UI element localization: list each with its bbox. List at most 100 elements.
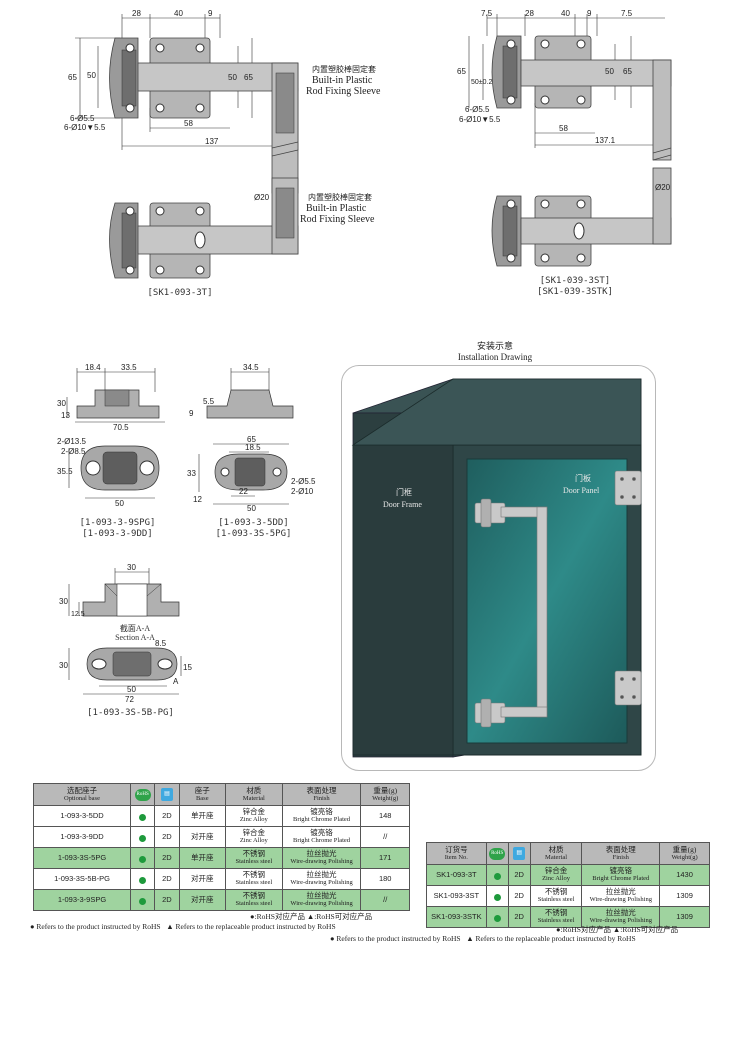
cell-finish-en: Bright Chrome Plated (292, 816, 351, 823)
cell-base: 单开座 (178, 847, 227, 869)
svg-text:Built-in Plastic: Built-in Plastic (312, 75, 373, 86)
svg-text:65: 65 (623, 67, 632, 76)
svg-text:35.5: 35.5 (57, 467, 73, 476)
cell-2d: 2D (154, 805, 180, 827)
col-header-en: Weight(g) (372, 794, 399, 802)
svg-text:6-Ø5.5: 6-Ø5.5 (465, 105, 490, 114)
rohs-icon: RoHS (489, 847, 506, 860)
svg-text:12.5: 12.5 (71, 611, 85, 618)
svg-text:40: 40 (561, 9, 570, 18)
sk1-039-3st-latch-bottom (491, 167, 672, 267)
svg-text:50: 50 (228, 73, 237, 82)
rohs-icon: RoHS (134, 788, 151, 801)
cell-material-en: Zinc Alloy (542, 875, 571, 882)
rohs-dot-icon: ● (139, 877, 147, 884)
col-header-cn: 订货号 (445, 844, 468, 854)
rohs-dot-icon: ● (139, 898, 147, 905)
caption-sk1-093-3t: [SK1-093-3T] (147, 288, 213, 298)
cell-2d: 2D (507, 906, 531, 928)
drawing-sk1-039-3st: 7.5 28 40 9 7.5 65 50±0.2 50 65 58 137.1… (457, 9, 672, 267)
svg-text:33.5: 33.5 (121, 363, 137, 372)
cell-model: 1-093-3S-5PG (32, 847, 132, 869)
cell-rohs: ● (485, 885, 509, 907)
svg-text:33: 33 (187, 469, 196, 478)
svg-text:28: 28 (132, 9, 141, 18)
door-handle (474, 470, 642, 728)
cell-finish-cn: 拉丝抛光 (306, 849, 337, 858)
svg-text:72: 72 (125, 695, 134, 704)
svg-text:30: 30 (57, 399, 66, 408)
cell-weight: 171 (360, 847, 410, 869)
cell-weight: 1309 (659, 906, 710, 928)
door-frame-label-en: Door Frame (383, 500, 422, 509)
svg-text:内置塑胶棒固定套: 内置塑胶棒固定套 (308, 192, 372, 202)
svg-text:30: 30 (59, 597, 68, 606)
cell-material-cn: 锌合金 (242, 828, 266, 837)
col-header-en: Material (242, 794, 265, 802)
drawing-base-5bpg: 30 30 12.5 30 8.5 15 A 50 72 (59, 563, 192, 704)
svg-text:内置塑胶棒固定套: 内置塑胶棒固定套 (312, 64, 376, 74)
cell-material-cn: 不锈钢 (242, 891, 266, 900)
rohs-dot-icon: ● (493, 873, 501, 880)
cell-rohs: ● (130, 847, 156, 869)
cell-material-en: Stainless steel (235, 858, 273, 865)
cell-item-no: SK1-093-3T (426, 864, 487, 886)
rohs-dot-icon: ● (493, 894, 501, 901)
svg-text:22: 22 (239, 487, 248, 496)
cell-material-cn: 不锈钢 (242, 849, 266, 858)
cell-finish-en: Wire-drawing Polishing (290, 879, 353, 886)
cell-rohs: ● (130, 868, 156, 890)
installation-title-cn: 安装示意 (476, 341, 513, 351)
svg-text:40: 40 (174, 9, 183, 18)
col-header-doc: ▤ (507, 842, 531, 865)
caption-line-2: [1-093-3-9DD] (82, 529, 153, 539)
document-icon: ▤ (513, 847, 526, 860)
drawing-base-5dd: 34.5 5.5 9 65 18.5 33 2-Ø5.5 2-Ø10 12 22… (187, 363, 316, 512)
col-header-cn: 表面处理 (605, 844, 636, 854)
svg-text:9: 9 (208, 9, 213, 18)
col-header-rohs: RoHS (130, 783, 156, 806)
cell-material-cn: 不锈钢 (242, 870, 266, 879)
cell-weight: 1430 (659, 864, 710, 886)
cell-material-en: Stainless steel (537, 896, 575, 903)
svg-text:6-Ø5.5: 6-Ø5.5 (70, 114, 95, 123)
installation-drawing: 门框 Door Frame 门板 Door Panel (351, 378, 642, 758)
col-header-cn: 座子 (194, 785, 210, 795)
cell-weight: 1309 (659, 885, 710, 907)
svg-text:70.5: 70.5 (113, 423, 129, 432)
svg-text:50: 50 (605, 67, 614, 76)
cell-finish-en: Wire-drawing Polishing (589, 917, 652, 924)
caption-line-1: [SK1-039-3ST] (539, 276, 611, 286)
svg-text:8.5: 8.5 (155, 639, 167, 648)
col-header-weight: 重量(g)Weight(g) (360, 783, 410, 806)
col-header-en: Material (545, 853, 568, 861)
col-header-en: Weight(g) (671, 853, 698, 861)
cell-material-cn: 锌合金 (242, 807, 266, 816)
svg-text:30: 30 (127, 563, 136, 572)
cell-material-en: Zinc Alloy (239, 837, 268, 844)
cell-rohs: ● (130, 889, 156, 911)
installation-title: 安装示意 Installation Drawing (430, 341, 560, 363)
cell-finish-cn: 拉丝抛光 (306, 870, 337, 879)
svg-text:34.5: 34.5 (243, 363, 259, 372)
cell-finish-en: Bright Chrome Plated (292, 837, 351, 844)
section-label-cn: 截面A-A (119, 624, 151, 633)
